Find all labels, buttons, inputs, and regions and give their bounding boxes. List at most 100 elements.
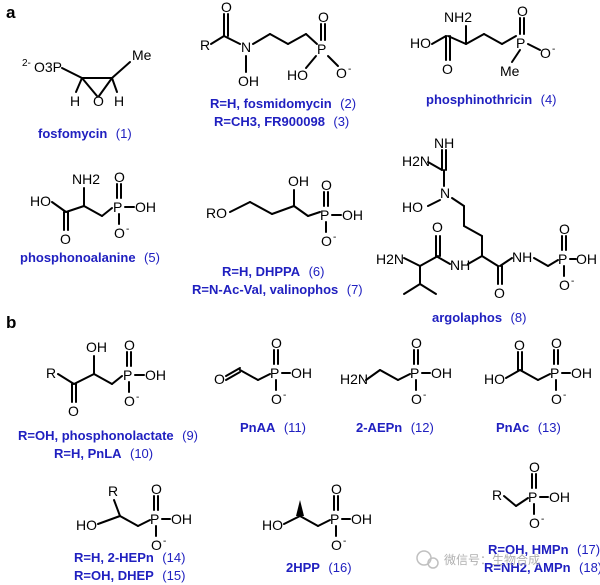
caption-number: (5) [144, 250, 160, 265]
structure-dhppa: OH RO P O OH O - [206, 173, 363, 249]
bond [505, 369, 521, 379]
caption-number: (7) [347, 282, 363, 297]
atom-p: P [558, 251, 567, 267]
caption-name: phosphinothricin [426, 92, 532, 107]
caption-12: 2-AEPn (12) [356, 419, 434, 436]
atom-p: P [410, 365, 419, 381]
caption-name: R=OH, phosphonolactate [18, 428, 174, 443]
caption-name: PnAc [496, 420, 529, 435]
caption-name: fosfomycin [38, 126, 107, 141]
caption-name: R=H, 2-HEPn [74, 550, 154, 565]
caption-name: R=H, DHPPA [222, 264, 301, 279]
bond [501, 35, 517, 45]
atom-o: O [331, 537, 342, 553]
atom-charge: - [571, 276, 574, 287]
caption-name: 2-AEPn [356, 420, 402, 435]
caption-name: R=CH3, FR900098 [214, 114, 325, 129]
caption-3: R=CH3, FR900098 (3) [214, 113, 349, 130]
atom-p: P [317, 41, 326, 57]
atom-p: P [270, 365, 279, 381]
atom-o: O [331, 481, 342, 497]
caption-number: (1) [116, 126, 132, 141]
caption-5: phosphonoalanine (5) [20, 249, 160, 266]
bond [293, 205, 309, 217]
bond [483, 33, 503, 45]
atom-charge: - [126, 224, 129, 235]
bond [519, 369, 539, 381]
atom-ho: HO [287, 67, 308, 83]
bond [537, 373, 551, 381]
bond [225, 371, 241, 381]
atom-p: P [330, 511, 339, 527]
atom-p: P [150, 511, 159, 527]
atom-o: O [559, 221, 570, 237]
caption-16: 2HPP (16) [286, 559, 352, 576]
bond [249, 201, 273, 215]
caption-name: 2HPP [286, 560, 320, 575]
atom-o: O [214, 371, 225, 387]
bond [419, 283, 437, 295]
atom-p: P [113, 199, 122, 215]
caption-number: (12) [411, 420, 434, 435]
bond [61, 67, 83, 79]
atom-ho: HO [402, 199, 423, 215]
caption-name: R=N-Ac-Val, valinophos [192, 282, 338, 297]
bond [451, 197, 465, 207]
atom-oh: OH [291, 365, 312, 381]
panel-label-b: b [6, 313, 16, 332]
structure-2-hepn: R HO P O OH O - [76, 481, 192, 553]
atom-charge: - [563, 390, 566, 401]
atom-o: O [271, 391, 282, 407]
bond [287, 33, 307, 45]
bond [447, 35, 467, 45]
bond [533, 257, 549, 267]
caption-17: R=OH, HMPn (17) [488, 541, 600, 558]
caption-9: R=OH, phosphonolactate (9) [18, 427, 198, 444]
structure-fosmidomycin: R O N OH P O HO O - [200, 0, 351, 89]
atom-o: O [540, 45, 551, 61]
caption-8: argolaphos (8) [432, 309, 526, 326]
bond [57, 373, 75, 385]
atom-charge: - [163, 536, 166, 547]
bond [403, 257, 421, 267]
atom-o: O [529, 515, 540, 531]
bond [81, 77, 98, 97]
atom-ho: HO [262, 517, 283, 533]
bond [427, 161, 443, 171]
atom-o: O [114, 169, 125, 185]
caption-4: phosphinothricin (4) [426, 91, 557, 108]
bond [397, 373, 411, 381]
atom-p: P [550, 365, 559, 381]
atom-p: P [123, 367, 132, 383]
atom-oh: OH [342, 207, 363, 223]
bond [111, 77, 118, 93]
bond [527, 43, 541, 51]
bond [271, 205, 295, 215]
bond [365, 369, 381, 381]
atom-me: Me [132, 47, 152, 63]
atom-charge: - [423, 390, 426, 401]
caption-11: PnAA (11) [240, 419, 306, 436]
atom-charge: - [343, 536, 346, 547]
bond [252, 33, 271, 45]
caption-name: R=NH2, AMPn [484, 560, 571, 575]
caption-2: R=H, fosmidomycin (2) [210, 95, 356, 112]
caption-name: R=H, fosmidomycin [210, 96, 332, 111]
atom-p: P [528, 489, 537, 505]
caption-number: (13) [538, 420, 561, 435]
caption-number: (10) [130, 446, 153, 461]
watermark-text: 微信号：生物合成 [444, 552, 540, 567]
structure-argolaphos: H2N NH N HO O NH P O OH O - NH O [376, 135, 597, 301]
caption-name: R=OH, HMPn [488, 542, 569, 557]
atom-o: O [68, 403, 79, 419]
caption-15: R=OH, DHEP (15) [74, 567, 185, 584]
atom-o: O [60, 231, 71, 247]
atom-nh: NH [512, 249, 532, 265]
atom-ro: RO [206, 205, 227, 221]
caption-name: PnAA [240, 420, 276, 435]
bond [283, 515, 301, 525]
bond [305, 33, 318, 45]
atom-n: N [440, 185, 450, 201]
atom-ho: HO [30, 193, 51, 209]
caption-number: (3) [333, 114, 349, 129]
